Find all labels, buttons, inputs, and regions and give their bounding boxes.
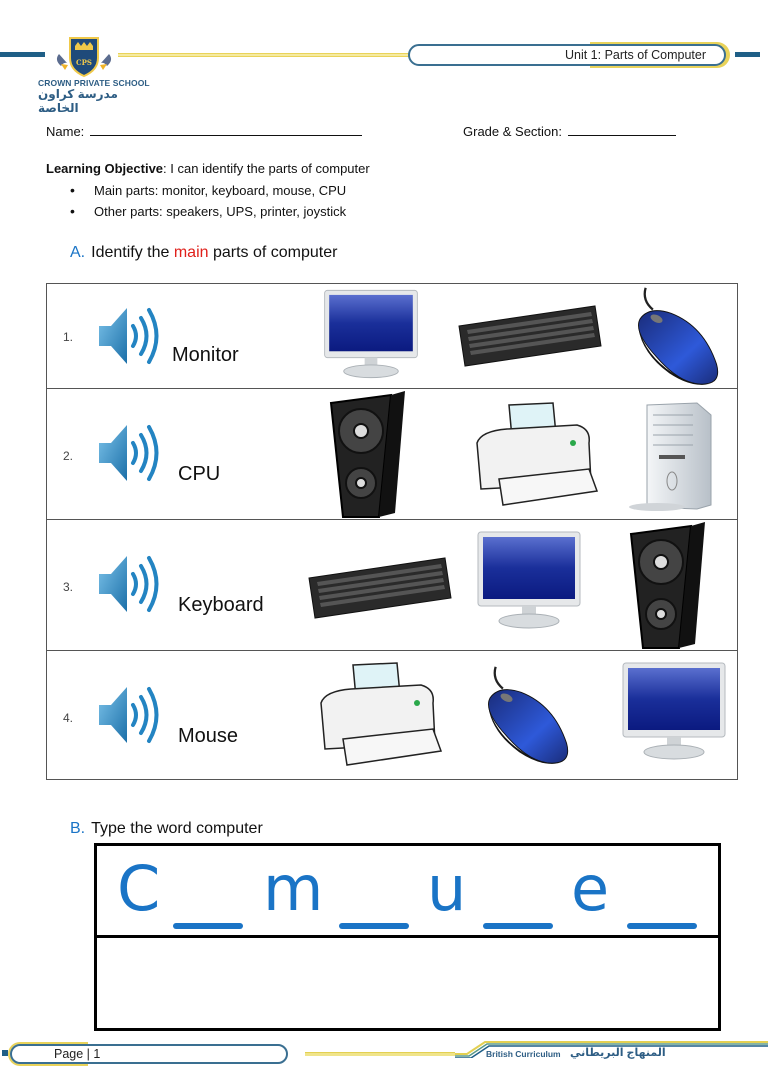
- row-number: 1.: [63, 330, 74, 344]
- row-word: CPU: [178, 463, 221, 485]
- unit-title-pill: Unit 1: Parts of Computer: [408, 44, 726, 66]
- grade-field-row: Grade & Section:: [463, 124, 676, 139]
- table-row: 2. CPU: [47, 389, 737, 520]
- bullet-main-parts: Main parts: monitor, keyboard, mouse, CP…: [70, 182, 346, 204]
- spell-blank: [627, 923, 697, 929]
- spell-blank: [339, 923, 409, 929]
- objective-bullets: Main parts: monitor, keyboard, mouse, CP…: [70, 182, 346, 225]
- grade-label: Grade & Section:: [463, 124, 562, 139]
- curriculum-ar: المنهاج البريطاني: [570, 1047, 666, 1059]
- keyboard-choice[interactable]: [303, 550, 453, 620]
- mouse-choice[interactable]: [467, 665, 577, 765]
- spell-letter: e: [571, 852, 610, 925]
- name-label: Name:: [46, 124, 85, 139]
- speaker-icon[interactable]: [97, 552, 159, 616]
- grade-input[interactable]: [567, 124, 676, 136]
- monitor-choice[interactable]: [321, 284, 421, 384]
- speaker-choice[interactable]: [629, 520, 709, 650]
- row-word: Monitor: [172, 344, 239, 366]
- monitor-choice[interactable]: [619, 661, 729, 761]
- row-number: 2.: [63, 449, 74, 463]
- header-right-bar: [735, 52, 760, 57]
- keyboard-choice[interactable]: [453, 298, 603, 368]
- speaker-icon[interactable]: [97, 304, 159, 368]
- objective-label: Learning Objective: [46, 161, 164, 176]
- curriculum-en: British Curriculum: [486, 1049, 561, 1059]
- highlight-main: main: [173, 244, 209, 261]
- speaker-icon[interactable]: [97, 683, 159, 747]
- page-number: Page | 1: [54, 1047, 101, 1061]
- spell-blank: [483, 923, 553, 929]
- footer-slant-rule: [455, 1041, 768, 1058]
- spell-letter: C: [117, 852, 161, 925]
- svg-text:CPS: CPS: [76, 58, 92, 67]
- table-row: 4. Mouse: [47, 651, 737, 781]
- row-word: Mouse: [178, 725, 239, 747]
- answer-input[interactable]: [97, 941, 718, 1028]
- spelling-prompt: C m u e: [97, 846, 718, 938]
- printer-choice[interactable]: [469, 399, 599, 509]
- section-a-title: A.Identify the main parts of computer: [70, 244, 338, 261]
- section-a-letter: A.: [70, 244, 86, 261]
- school-name-ar: مدرسة كراون الخاصة: [38, 87, 118, 115]
- row-word: Keyboard: [178, 594, 264, 616]
- objective-text: : I can identify the parts of computer: [163, 161, 370, 176]
- spell-letter: m: [263, 852, 324, 925]
- page-number-pill: Page | 1: [10, 1044, 288, 1064]
- bullet-other-parts: Other parts: speakers, UPS, printer, joy…: [70, 203, 346, 225]
- page-pill-accent: [8, 1042, 88, 1066]
- cpu-tower-choice[interactable]: [627, 401, 717, 511]
- speaker-icon[interactable]: [97, 421, 159, 485]
- spelling-box: C m u e: [94, 843, 721, 1031]
- table-row: 3. Keyboard: [47, 520, 737, 651]
- section-b-letter: B.: [70, 820, 86, 837]
- name-field-row: Name:: [46, 124, 362, 139]
- school-name-en: CROWN PRIVATE SCHOOL: [38, 78, 150, 88]
- row-number: 3.: [63, 580, 74, 594]
- row-number: 4.: [63, 711, 74, 725]
- spell-letter: u: [427, 852, 467, 925]
- learning-objective: Learning Objective: I can identify the p…: [46, 161, 370, 176]
- footer-square: [2, 1050, 8, 1056]
- unit-title: Unit 1: Parts of Computer: [564, 48, 706, 62]
- name-input[interactable]: [89, 124, 362, 136]
- header-yellow-rule: [118, 53, 416, 57]
- mouse-choice[interactable]: [617, 286, 727, 386]
- spell-blank: [173, 923, 243, 929]
- identify-parts-table: 1. Monitor 2. CPU 3. Keyboard 4. Mouse: [46, 283, 738, 780]
- speaker-choice[interactable]: [329, 389, 409, 519]
- footer-yellow-rule: [305, 1052, 455, 1056]
- monitor-choice[interactable]: [474, 530, 584, 630]
- table-row: 1. Monitor: [47, 284, 737, 389]
- header-left-bar: [0, 52, 45, 57]
- printer-choice[interactable]: [313, 659, 443, 769]
- section-b-title: B.Type the word computer: [70, 820, 263, 837]
- school-logo: CPS: [53, 34, 115, 78]
- unit-pill-accent: [590, 42, 730, 68]
